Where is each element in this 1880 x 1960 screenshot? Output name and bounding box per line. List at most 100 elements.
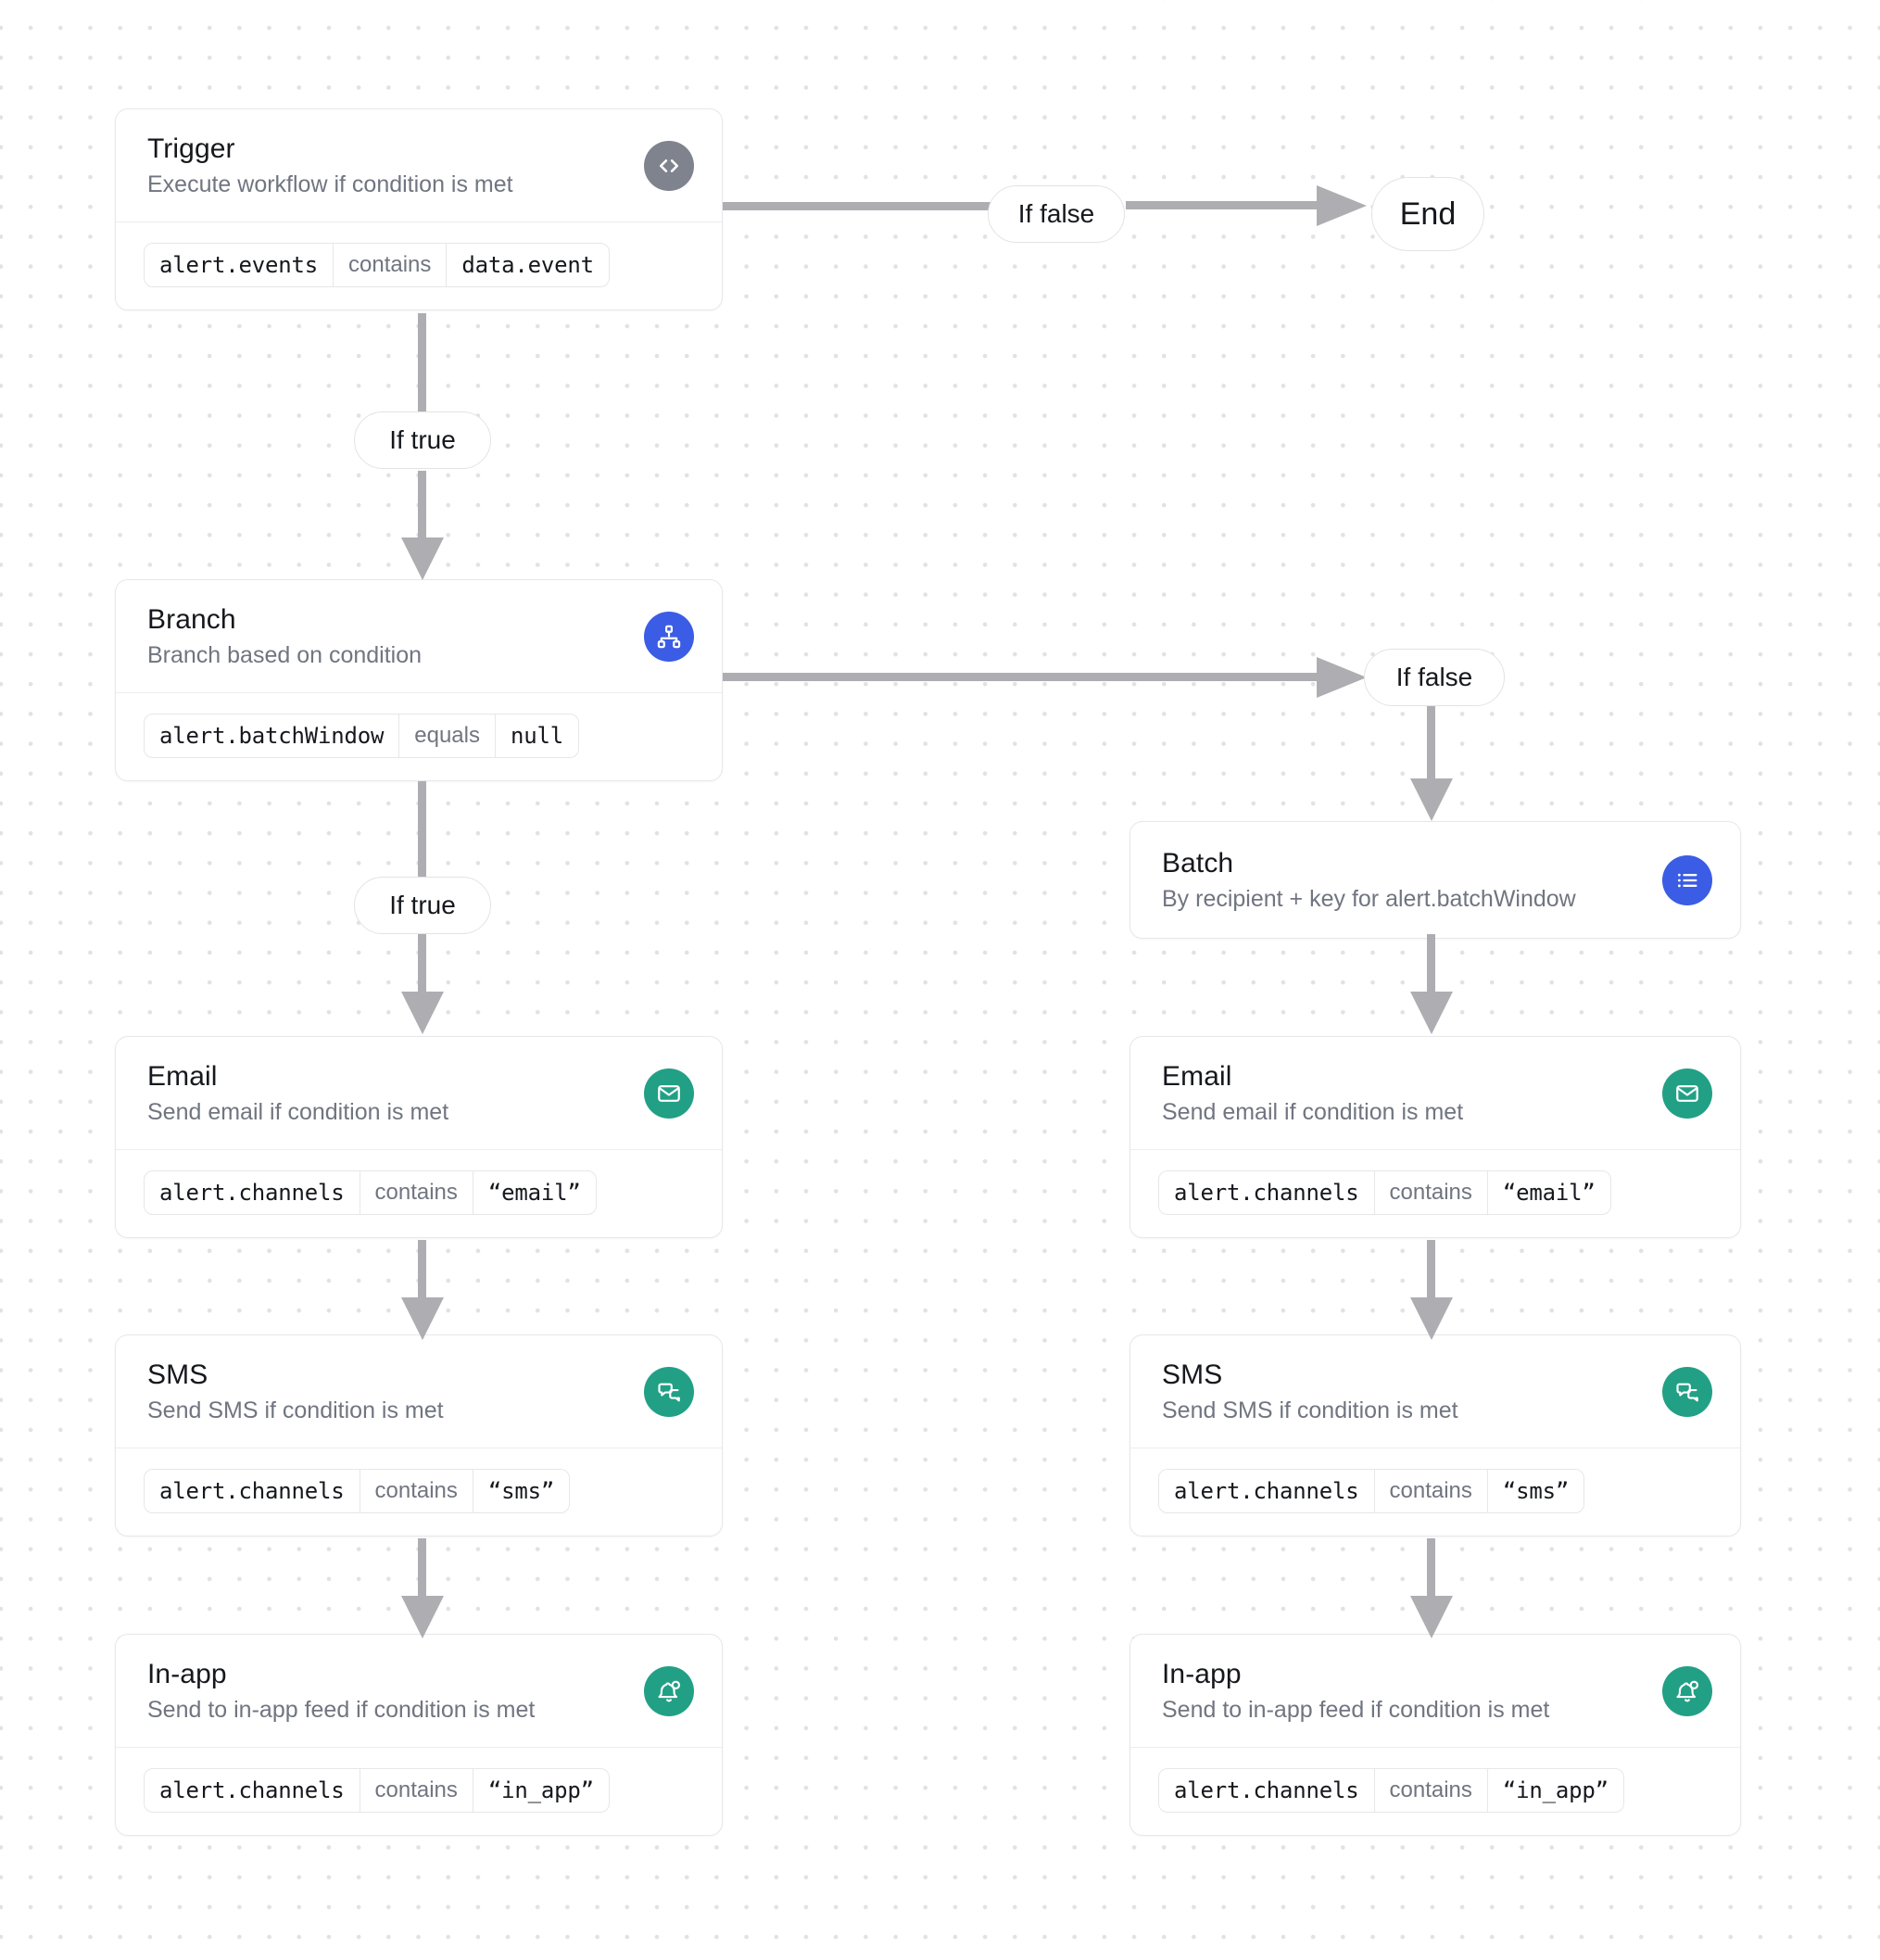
condition-value: “email” (487, 1180, 581, 1207)
node-branch-condition: alert.batchWindow equals null (116, 692, 722, 780)
condition-value: “in_app” (487, 1777, 594, 1804)
bell-icon (644, 1665, 694, 1716)
condition-chip[interactable]: alert.channels contains “sms” (144, 1469, 571, 1514)
pill-trigger-if-true[interactable]: If true (354, 411, 491, 469)
connector-branch-to-iftrue (411, 781, 434, 883)
node-email-left-condition: alert.channels contains “email” (116, 1149, 722, 1237)
pill-label: If false (1017, 199, 1095, 228)
node-branch-header: Branch Branch based on condition (116, 580, 722, 692)
condition-field: alert.channels (1174, 1777, 1359, 1804)
condition-value: “in_app” (1502, 1777, 1609, 1804)
connector-batch-to-email-right (1404, 934, 1459, 1036)
envelope-icon (644, 1068, 694, 1119)
node-inapp-right[interactable]: In-app Send to in-app feed if condition … (1129, 1634, 1741, 1837)
condition-value: “sms” (1502, 1478, 1570, 1505)
condition-chip[interactable]: alert.channels contains “email” (144, 1170, 597, 1216)
connector-email-to-sms-left (395, 1240, 450, 1342)
node-title: Email (1162, 1061, 1232, 1092)
node-title: In-app (1162, 1659, 1242, 1689)
node-sms-right-header: SMS Send SMS if condition is met (1130, 1335, 1740, 1448)
condition-field: alert.channels (1174, 1478, 1359, 1505)
node-sms-left[interactable]: SMS Send SMS if condition is met alert.c… (115, 1334, 723, 1537)
condition-value: null (510, 723, 563, 750)
node-sms-left-condition: alert.channels contains “sms” (116, 1448, 722, 1536)
condition-chip[interactable]: alert.batchWindow equals null (144, 714, 579, 759)
node-email-right[interactable]: Email Send email if condition is met ale… (1129, 1036, 1741, 1239)
node-subtitle: By recipient + key for alert.batchWindow (1162, 885, 1576, 912)
condition-operator: contains (1373, 1470, 1488, 1513)
connector-email-to-sms-right (1404, 1240, 1459, 1342)
condition-operator: contains (1373, 1769, 1488, 1813)
pill-label: If false (1395, 663, 1473, 691)
condition-chip[interactable]: alert.events contains data.event (144, 243, 610, 288)
condition-value: “email” (1502, 1180, 1596, 1207)
node-inapp-right-condition: alert.channels contains “in_app” (1130, 1747, 1740, 1835)
node-batch-header: Batch By recipient + key for alert.batch… (1130, 822, 1740, 938)
node-title: Email (147, 1061, 218, 1092)
node-trigger[interactable]: Trigger Execute workflow if condition is… (115, 108, 723, 311)
node-sms-right[interactable]: SMS Send SMS if condition is met alert.c… (1129, 1334, 1741, 1537)
node-subtitle: Send SMS if condition is met (147, 1397, 444, 1423)
code-brackets-icon (644, 140, 694, 191)
node-batch[interactable]: Batch By recipient + key for alert.batch… (1129, 821, 1741, 940)
connector-sms-to-inapp-right (1404, 1538, 1459, 1640)
condition-operator: contains (1373, 1171, 1488, 1215)
node-subtitle: Send to in-app feed if condition is met (147, 1696, 536, 1723)
bell-icon (1662, 1665, 1712, 1716)
node-title: Batch (1162, 848, 1234, 879)
node-subtitle: Branch based on condition (147, 641, 423, 668)
condition-operator: contains (333, 244, 448, 287)
condition-field: alert.channels (1174, 1180, 1359, 1207)
node-inapp-left[interactable]: In-app Send to in-app feed if condition … (115, 1634, 723, 1837)
connector-trigger-to-iftrue (411, 313, 434, 415)
condition-field: alert.events (159, 252, 318, 279)
hierarchy-icon (644, 611, 694, 662)
node-branch[interactable]: Branch Branch based on condition alert.b… (115, 579, 723, 782)
node-title: SMS (147, 1359, 208, 1390)
pill-label: End (1399, 196, 1457, 232)
node-email-left-header: Email Send email if condition is met (116, 1037, 722, 1149)
condition-operator: contains (359, 1769, 473, 1813)
condition-value: data.event (461, 252, 594, 279)
node-title: In-app (147, 1659, 227, 1689)
condition-operator: contains (359, 1171, 473, 1215)
pill-end[interactable]: End (1371, 177, 1484, 251)
node-email-left[interactable]: Email Send email if condition is met ale… (115, 1036, 723, 1239)
connector-iftrue-to-email-left (395, 934, 450, 1036)
node-title: Trigger (147, 133, 235, 164)
node-subtitle: Send SMS if condition is met (1162, 1397, 1458, 1423)
node-title: SMS (1162, 1359, 1223, 1390)
node-subtitle: Send email if condition is met (1162, 1098, 1464, 1125)
node-trigger-header: Trigger Execute workflow if condition is… (116, 109, 722, 221)
pill-label: If true (389, 891, 456, 919)
chat-bubbles-icon (1662, 1366, 1712, 1417)
pill-branch-if-true[interactable]: If true (354, 877, 491, 934)
node-sms-left-header: SMS Send SMS if condition is met (116, 1335, 722, 1448)
node-sms-right-condition: alert.channels contains “sms” (1130, 1448, 1740, 1536)
node-trigger-condition: alert.events contains data.event (116, 221, 722, 310)
condition-field: alert.channels (159, 1777, 345, 1804)
node-subtitle: Execute workflow if condition is met (147, 171, 513, 197)
envelope-icon (1662, 1068, 1712, 1119)
pill-trigger-if-false[interactable]: If false (988, 185, 1125, 243)
chat-bubbles-icon (644, 1366, 694, 1417)
node-inapp-left-condition: alert.channels contains “in_app” (116, 1747, 722, 1835)
pill-branch-if-false[interactable]: If false (1364, 649, 1505, 706)
condition-chip[interactable]: alert.channels contains “in_app” (144, 1768, 610, 1814)
condition-chip[interactable]: alert.channels contains “email” (1158, 1170, 1611, 1216)
node-email-right-condition: alert.channels contains “email” (1130, 1149, 1740, 1237)
list-icon (1662, 854, 1712, 905)
condition-chip[interactable]: alert.channels contains “in_app” (1158, 1768, 1624, 1814)
condition-operator: equals (398, 714, 496, 758)
connector-branch-to-iffalse (723, 653, 1371, 702)
node-title: Branch (147, 604, 236, 635)
condition-chip[interactable]: alert.channels contains “sms” (1158, 1469, 1585, 1514)
connector-iffalse-to-end (1126, 182, 1376, 230)
connector-iftrue-to-branch (395, 471, 450, 582)
connector-trigger-to-iffalse (723, 195, 991, 217)
node-email-right-header: Email Send email if condition is met (1130, 1037, 1740, 1149)
node-inapp-left-header: In-app Send to in-app feed if condition … (116, 1635, 722, 1747)
condition-field: alert.channels (159, 1180, 345, 1207)
node-subtitle: Send to in-app feed if condition is met (1162, 1696, 1550, 1723)
